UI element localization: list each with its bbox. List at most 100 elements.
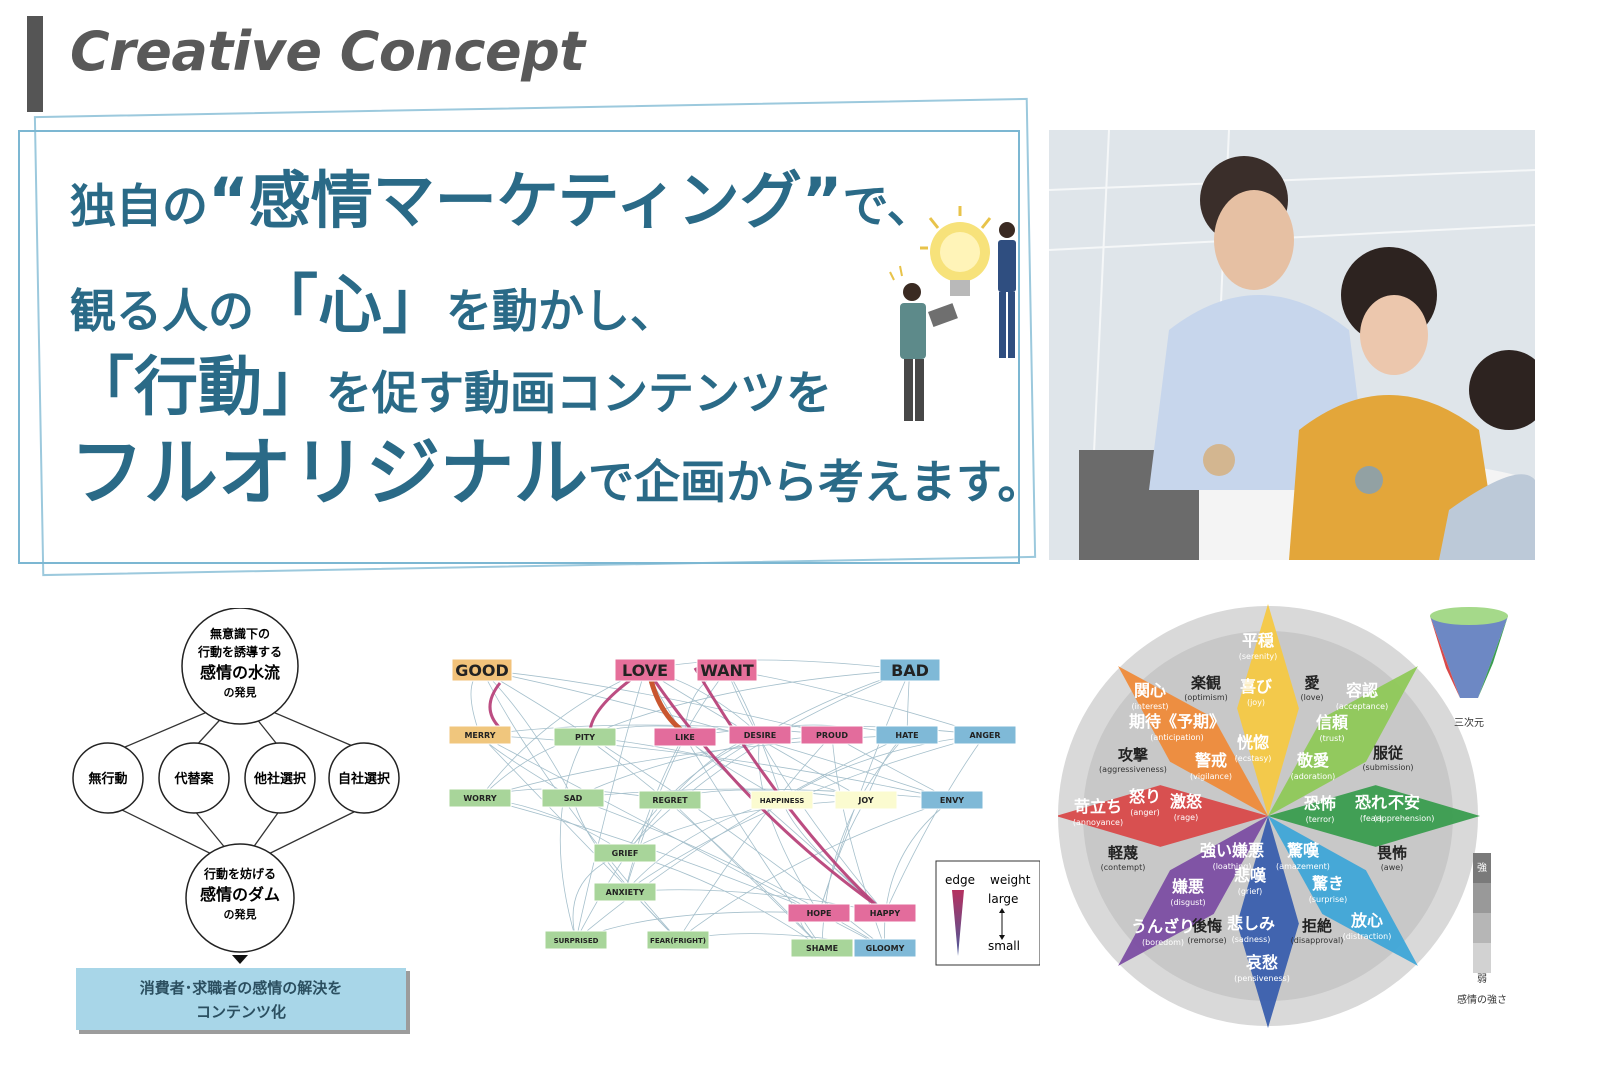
network-node-label: WORRY (463, 794, 497, 803)
team-meeting-photo (1049, 130, 1535, 560)
wheel-petal (1268, 666, 1418, 816)
emotion-flow-diagram: 無意識下の 行動を誘導する 感情の水流 の発見 無行動 代替案 他社選択 自社選… (72, 608, 410, 1034)
wheel-emotion-en: (surprise) (1309, 895, 1347, 904)
network-edge (677, 799, 953, 941)
header-accent-bar (27, 16, 43, 112)
network-node: PITY (553, 727, 617, 747)
weak-label: 弱 (1477, 973, 1487, 985)
network-node-label: GOOD (455, 661, 509, 680)
network-edge (575, 669, 646, 941)
headline-text: 独自の (70, 179, 208, 233)
wheel-emotion-en: (anticipation) (1150, 733, 1204, 742)
person-standing-icon (998, 222, 1016, 358)
wheel-combo-jp: 服従 (1373, 744, 1404, 762)
wheel-emotion: 驚き (surprise) (1309, 874, 1347, 904)
network-node-label: WANT (700, 661, 754, 680)
wheel-emotion: 敬愛(adoration) (1291, 751, 1336, 781)
wheel-emotion: 悲しみ(sadness) (1227, 914, 1275, 944)
network-node-label: ANXIETY (606, 888, 645, 897)
top-circle-text: 無意識下の (210, 626, 270, 641)
wheel-emotion: 悲嘆(grief) (1234, 866, 1267, 896)
headline-emphasis: フルオリジナル (70, 430, 588, 516)
wheel-emotion-en: (joy) (1247, 698, 1265, 707)
headline-line-2: 観る人の「心」を動かし、 (70, 274, 676, 338)
wheel-emotion: 警戒(vigilance) (1190, 751, 1232, 781)
network-node-label: HAPPY (870, 909, 901, 918)
wheel-emotion: 恍惚(ecstasy) (1235, 733, 1272, 763)
wheel-combo-emotion: 後悔(remorse) (1187, 917, 1226, 945)
wheel-combo-en: (aggressiveness) (1099, 765, 1167, 774)
result-box: 消費者･求職者の感情の解決を コンテンツ化 (76, 968, 410, 1034)
wheel-emotion-en: (anger) (1130, 808, 1160, 817)
headline-line-3: 「行動」を促す動画コンテンツを (70, 356, 832, 420)
network-node-label: PITY (575, 733, 595, 742)
wheel-petal (1268, 785, 1480, 847)
wheel-emotion: 強い嫌悪(loathing) (1200, 841, 1264, 871)
network-node: ANXIETY (593, 882, 657, 902)
wheel-emotion-en: (annoyance) (1073, 818, 1123, 827)
wheel-emotion-jp: 恐怖 (1304, 794, 1336, 813)
wheel-emotion-jp: 激怒 (1170, 792, 1202, 811)
network-edge (572, 797, 886, 949)
wheel-emotion: 放心(distraction) (1343, 911, 1392, 941)
wheel-emotion-jp: 放心 (1350, 911, 1383, 930)
network-edge (677, 734, 833, 941)
network-edge (644, 669, 867, 801)
network-node-label: SAD (564, 794, 583, 803)
network-node: LOVE (614, 658, 676, 682)
wheel-emotion: 怒り(anger) (1129, 787, 1161, 817)
network-edge (726, 669, 986, 736)
network-node-label: ENVY (940, 796, 964, 805)
network-edge (818, 799, 867, 914)
network-edge (726, 669, 886, 914)
network-edge (624, 734, 761, 854)
network-node: WANT (696, 658, 758, 682)
wheel-emotion-en: (boredom) (1142, 938, 1184, 947)
network-edge (584, 736, 823, 949)
network-node-label: ANGER (969, 731, 1000, 740)
strong-label: 強 (1477, 861, 1487, 874)
network-node: ENVY (920, 790, 984, 810)
network-edge (669, 669, 911, 801)
wheel-combo-en: (love) (1300, 693, 1323, 702)
wheel-emotion-jp: 信頼 (1316, 713, 1349, 732)
wheel-combo-jp: 軽蔑 (1108, 844, 1138, 862)
wheel-emotion-en: (disgust) (1170, 898, 1205, 907)
wheel-emotion: 平穏(serenity) (1239, 631, 1278, 661)
network-node: JOY (834, 790, 898, 810)
wheel-emotion-jp: 平穏 (1242, 631, 1274, 650)
result-text: 消費者･求職者の感情の解決を (140, 979, 343, 997)
top-circle-text: の発見 (224, 685, 257, 699)
intensity-scale: 強 弱 感情の強さ (1457, 853, 1507, 1006)
wheel-combo-emotion: 拒絶(disapproval) (1291, 917, 1344, 945)
wheel-combo-en: (contempt) (1101, 863, 1146, 872)
headline-line-4: フルオリジナルで企画から考えます。 (70, 436, 1043, 510)
intensity-label: 感情の強さ (1457, 993, 1507, 1006)
legend-edge-label: edge (945, 873, 975, 887)
wheel-petal (1237, 816, 1299, 1028)
network-node: WORRY (448, 788, 512, 808)
network-node: HOPE (787, 903, 851, 923)
headline-text: で、 (842, 179, 933, 233)
wheel-emotion-jp: 驚嘆 (1286, 841, 1320, 860)
wheel-combo-jp: 後悔 (1191, 917, 1222, 935)
network-node-label: SHAME (806, 944, 838, 953)
emotion-wheel: 平穏(serenity)喜び(joy)恍惚(ecstasy)容認(accepta… (1058, 604, 1508, 1028)
option-circles: 無行動 代替案 他社選択 自社選択 (72, 742, 400, 814)
headline-text: 観る人の (70, 284, 254, 338)
wheel-emotion-jp: 驚き (1311, 874, 1344, 893)
wheel-emotion-jp: 期待《予期》 (1129, 712, 1225, 731)
network-node-label: HOPE (807, 909, 832, 918)
wheel-emotion: 関心(interest) (1132, 681, 1169, 711)
wheel-emotion: 恐怖(terror) (1304, 794, 1336, 824)
network-node-label: HATE (895, 731, 918, 740)
network-edge (572, 734, 833, 799)
wheel-petal (1237, 604, 1299, 816)
network-node-label: LIKE (675, 733, 695, 742)
wheel-emotion: 激怒(rage) (1170, 792, 1202, 822)
wheel-combo-emotion: 愛(love) (1300, 674, 1323, 702)
wheel-emotion-en: (sadness) (1232, 935, 1271, 944)
wheel-combo-jp: 楽観 (1191, 674, 1221, 692)
bottom-circle-text: 行動を妨げる (203, 866, 276, 881)
wheel-emotion-jp: 警戒 (1194, 751, 1227, 770)
